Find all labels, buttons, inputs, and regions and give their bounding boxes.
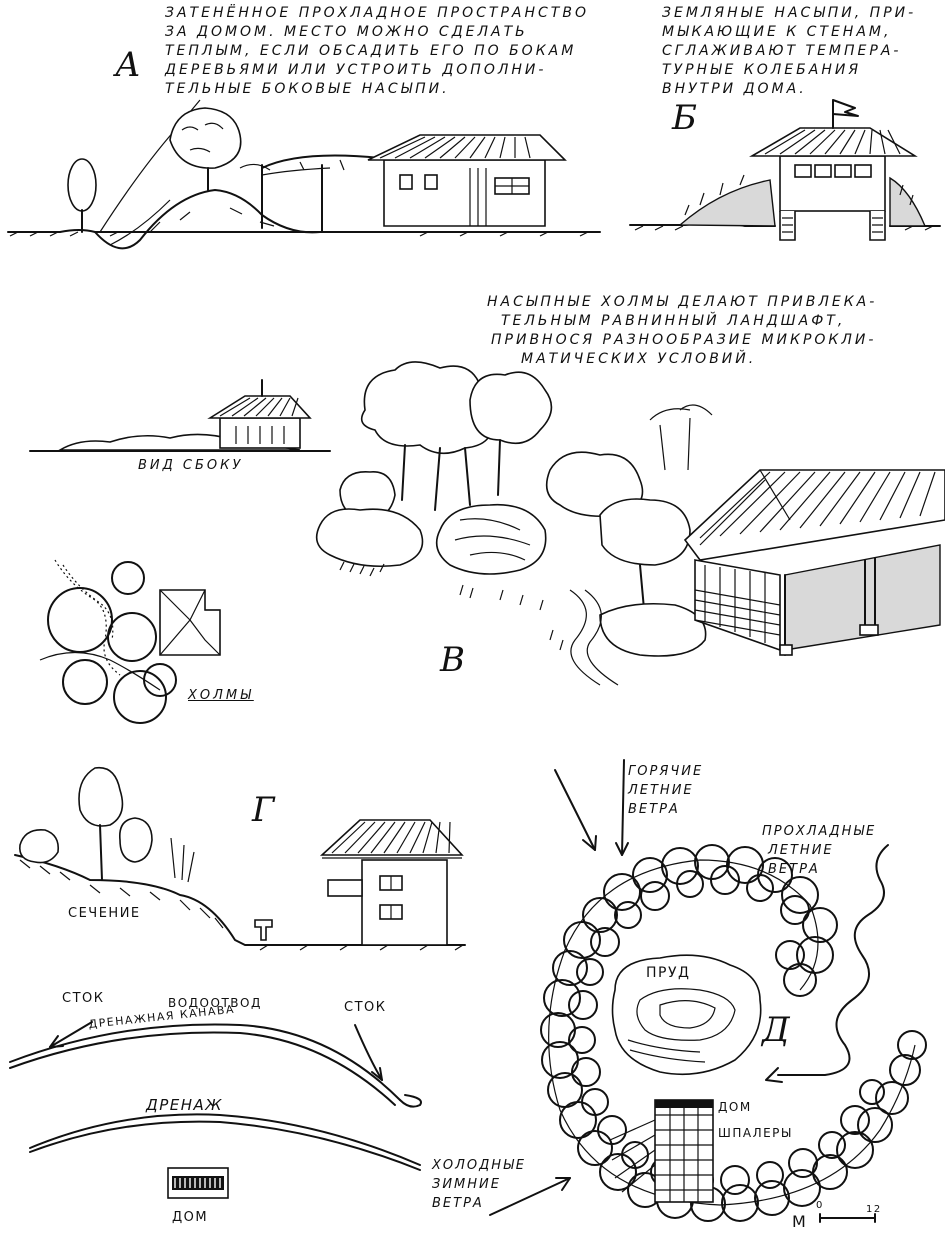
caption-line: ТЕЛЬНЫЕ БОКОВЫЕ НАСЫПИ.: [165, 81, 450, 97]
label-line: ЛЕТНИЕ: [768, 843, 834, 858]
panel-b-drawing: [629, 99, 941, 241]
scale-start: 0: [816, 1200, 824, 1211]
label-line: ПРОХЛАДНЫЕ: [762, 824, 877, 839]
panel-a-letter: А: [115, 45, 141, 85]
pond-label: ПРУД: [646, 965, 691, 981]
panel-v-drawing: [29, 361, 945, 724]
hills-label: ХОЛМЫ: [188, 688, 254, 703]
panel-b-caption: ЗЕМЛЯНЫЕ НАСЫПИ, ПРИ- МЫКАЮЩИЕ К СТЕНАМ,…: [662, 4, 916, 99]
caption-line: ВНУТРИ ДОМА.: [662, 81, 807, 97]
cold-winds-label: ХОЛОДНЫЕ ЗИМНИЕ ВЕТРА: [432, 1156, 526, 1213]
hot-winds-label: ГОРЯЧИЕ ЛЕТНИЕ ВЕТРА: [628, 762, 703, 819]
caption-line: НАСЫПНЫЕ ХОЛМЫ ДЕЛАЮТ ПРИВЛЕКА-: [487, 294, 878, 310]
house-label-d: ДОМ: [718, 1100, 752, 1114]
panel-v-caption: НАСЫПНЫЕ ХОЛМЫ ДЕЛАЮТ ПРИВЛЕКА- ТЕЛЬНЫМ …: [487, 293, 877, 369]
house-label: ДОМ: [172, 1210, 209, 1225]
caption-line: ЗАТЕНЁННОЕ ПРОХЛАДНОЕ ПРОСТРАНСТВО: [165, 5, 589, 21]
caption-line: ТЕЛЬНЫМ РАВНИННЫЙ ЛАНДШАФТ,: [501, 313, 846, 329]
caption-line: ТУРНЫЕ КОЛЕБАНИЯ: [662, 62, 862, 78]
caption-line: ЗА ДОМОМ. МЕСТО МОЖНО СДЕЛАТЬ: [165, 24, 528, 40]
label-line: ХОЛОДНЫЕ: [432, 1158, 526, 1173]
caption-line: ПРИВНОСЯ РАЗНООБРАЗИЕ МИКРОКЛИ-: [491, 332, 877, 348]
label-line: ЛЕТНИЕ: [628, 783, 694, 798]
side-view-label: ВИД СБОКУ: [138, 458, 244, 473]
panel-g-letter: Г: [252, 790, 275, 830]
panel-v-letter: В: [440, 640, 465, 680]
watercourse-label: ВОДООТВОД: [168, 996, 262, 1010]
label-line: ЗИМНИЕ: [432, 1177, 501, 1192]
panel-a-caption: ЗАТЕНЁННОЕ ПРОХЛАДНОЕ ПРОСТРАНСТВО ЗА ДО…: [165, 4, 589, 99]
runoff-left-label: СТОК: [62, 991, 105, 1006]
perspective-landscape: [315, 361, 945, 686]
label-line: ГОРЯЧИЕ: [628, 764, 704, 779]
caption-line: МЫКАЮЩИЕ К СТЕНАМ,: [662, 24, 892, 40]
label-line: ВЕТРА: [628, 802, 680, 817]
panel-g-drawing: [9, 766, 466, 1199]
trellis-label: ШПАЛЕРЫ: [718, 1126, 793, 1140]
caption-line: ЗЕМЛЯНЫЕ НАСЫПИ, ПРИ-: [662, 5, 917, 21]
cool-winds-label: ПРОХЛАДНЫЕ ЛЕТНИЕ ВЕТРА: [762, 822, 876, 879]
caption-line: СГЛАЖИВАЮТ ТЕМПЕРА-: [662, 43, 902, 59]
scale-end: 12: [866, 1204, 882, 1215]
caption-line: ТЕПЛЫМ, ЕСЛИ ОБСАДИТЬ ЕГО ПО БОКАМ: [165, 43, 577, 59]
caption-line: ДЕРЕВЬЯМИ ИЛИ УСТРОИТЬ ДОПОЛНИ-: [165, 62, 547, 78]
scale-letter: М: [792, 1212, 808, 1231]
runoff-right-label: СТОК: [344, 1000, 387, 1015]
section-label: СЕЧЕНИЕ: [68, 906, 141, 921]
panel-b-letter: Б: [672, 98, 697, 138]
label-line: ВЕТРА: [768, 862, 820, 877]
panel-d-letter: Д: [762, 1010, 790, 1050]
panel-a-drawing: [7, 99, 601, 250]
caption-line: МАТИЧЕСКИХ УСЛОВИЙ.: [521, 351, 757, 367]
drainage-label: ДРЕНАЖ: [146, 1096, 223, 1114]
panel-d-drawing: [489, 759, 927, 1223]
label-line: ВЕТРА: [432, 1196, 484, 1211]
